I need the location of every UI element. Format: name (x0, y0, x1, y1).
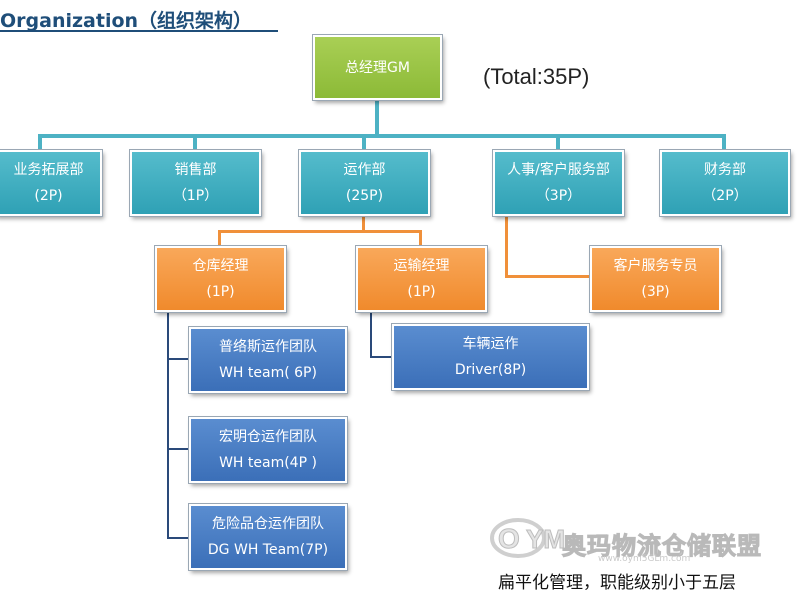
watermark-url: www.oym5GLm.com (598, 554, 690, 564)
connector-hr-right (505, 275, 591, 278)
connector-dept-bar (38, 134, 724, 138)
manager-box-warehouse: 仓库经理 (1P) (155, 246, 286, 312)
team-box-vehicles: 车辆运作 Driver(8P) (392, 324, 589, 390)
dept-count: (25P) (346, 183, 383, 209)
connector-hr-down (505, 214, 508, 278)
dept-name: 财务部 (704, 157, 746, 183)
title-underline (0, 30, 278, 32)
team-name: 普络斯运作团队 (219, 334, 317, 360)
dept-count: (2P) (34, 183, 62, 209)
page-title: Organization（组织架构） (0, 6, 252, 33)
dept-count: （3P） (536, 183, 581, 209)
team-count: Driver(8P) (455, 357, 526, 383)
connector-dept-1 (38, 134, 42, 150)
dept-box-hr-customer-service: 人事/客户服务部 （3P） (493, 150, 624, 216)
connector-wh-team-2 (167, 448, 189, 450)
connector-wh-team-3 (167, 537, 189, 539)
manager-name: 客户服务专员 (614, 253, 698, 279)
connector-wh-team-1 (167, 358, 189, 360)
dept-box-business-development: 业务拓展部 (2P) (0, 150, 102, 216)
team-box-hongming-wh: 宏明仓运作团队 WH team(4P ) (189, 417, 347, 483)
watermark: O YM 奥玛物流仓储联盟 www.oym5GLm.com (490, 508, 790, 568)
manager-box-customer-service: 客户服务专员 (3P) (590, 246, 721, 312)
connector-dept-2 (193, 134, 197, 150)
manager-count: (3P) (641, 279, 669, 305)
svg-text:YM: YM (526, 524, 565, 554)
dept-name: 运作部 (344, 157, 386, 183)
watermark-logo: O YM (490, 508, 570, 568)
dept-name: 销售部 (175, 157, 217, 183)
team-name: 车辆运作 (463, 331, 519, 357)
gm-label: 总经理GM (345, 55, 410, 81)
dept-count: （1P） (173, 183, 218, 209)
connector-tr-down (370, 312, 372, 358)
manager-name: 运输经理 (394, 253, 450, 279)
dept-name: 业务拓展部 (14, 157, 84, 183)
manager-name: 仓库经理 (193, 253, 249, 279)
manager-box-transport: 运输经理 (1P) (356, 246, 487, 312)
dept-box-sales: 销售部 （1P） (130, 150, 261, 216)
connector-dept-4 (556, 134, 560, 150)
team-count: WH team( 6P) (219, 360, 317, 386)
connector-tr-team (370, 356, 392, 358)
footer-note: 扁平化管理，职能级别小于五层 (498, 568, 736, 593)
total-headcount: (Total:35P) (483, 64, 589, 90)
manager-count: (1P) (206, 279, 234, 305)
connector-mgr-2 (419, 230, 422, 246)
team-name: 宏明仓运作团队 (219, 424, 317, 450)
dept-box-finance: 财务部 （2P） (660, 150, 790, 216)
team-count: DG WH Team(7P) (208, 537, 328, 563)
gm-box: 总经理GM (313, 35, 442, 100)
connector-dept-5 (722, 134, 726, 150)
connector-gm-down (375, 100, 379, 136)
team-name: 危险品仓运作团队 (212, 511, 324, 537)
connector-mgr-1 (218, 230, 221, 246)
connector-dept-3 (362, 134, 366, 150)
connector-wh-spine (167, 312, 169, 539)
svg-text:O: O (498, 523, 520, 554)
dept-box-operations: 运作部 (25P) (299, 150, 430, 216)
connector-mgr-bar (218, 230, 422, 233)
dept-count: （2P） (702, 183, 747, 209)
team-count: WH team(4P ) (219, 450, 317, 476)
team-box-plus-wh: 普络斯运作团队 WH team( 6P) (189, 327, 347, 393)
team-box-dg-wh: 危险品仓运作团队 DG WH Team(7P) (189, 504, 347, 570)
dept-name: 人事/客户服务部 (507, 157, 610, 183)
manager-count: (1P) (407, 279, 435, 305)
